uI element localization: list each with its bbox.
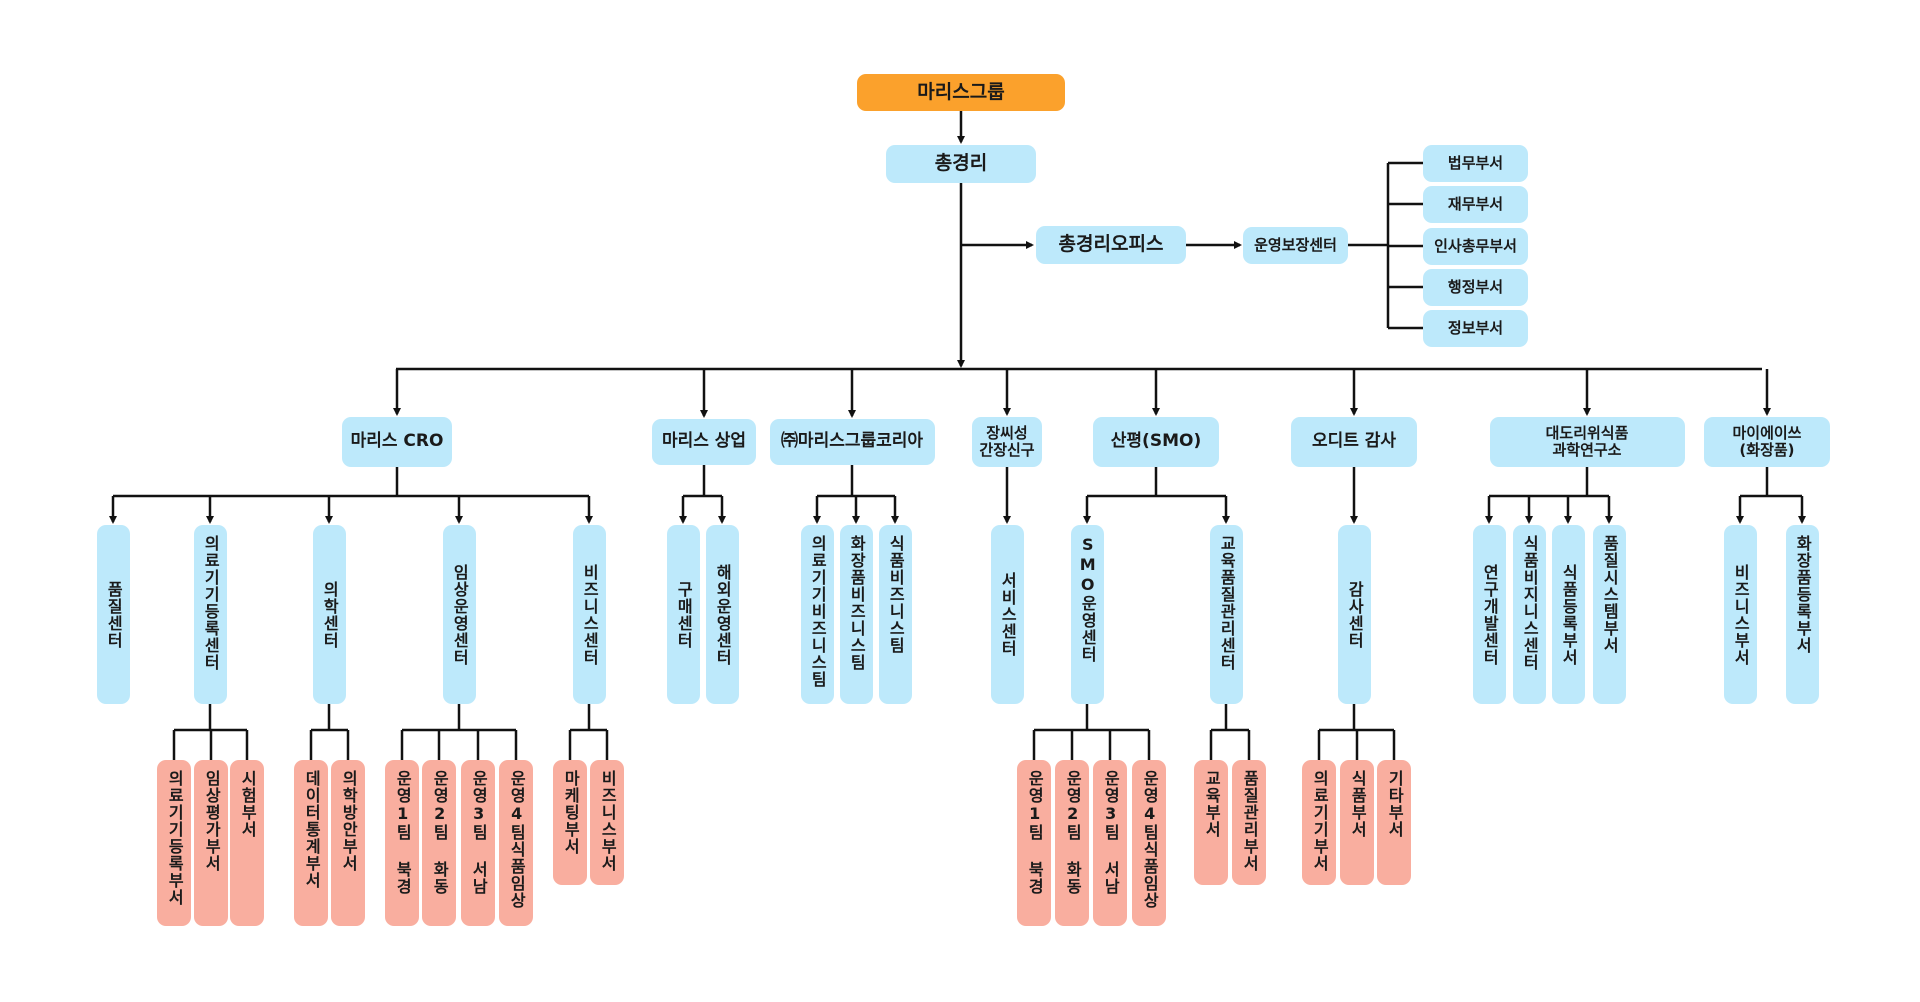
root-box-maris-group[interactable]: 마리스그룹 — [857, 74, 1065, 111]
team-box[interactable]: 식품부서 — [1340, 760, 1374, 885]
ops-support-center-box[interactable]: 운영보장센터 — [1243, 227, 1348, 264]
team-box[interactable]: 운영1팀 북경 — [1017, 760, 1051, 926]
team-box[interactable]: 의료기기부서 — [1302, 760, 1336, 885]
team-box[interactable]: 마케팅부서 — [553, 760, 587, 885]
team-box[interactable]: 데이터통계부서 — [294, 760, 328, 926]
company-box[interactable]: 장씨성 간장신구 — [972, 417, 1042, 467]
team-box[interactable]: 교육부서 — [1194, 760, 1228, 885]
unit-box[interactable]: 식품비지니스센터 — [1512, 525, 1546, 704]
ops-department-box[interactable]: 법무부서 — [1423, 145, 1528, 182]
team-box[interactable]: 시험부서 — [230, 760, 264, 926]
unit-box[interactable]: 교육품질관리센터 — [1209, 525, 1243, 704]
unit-box[interactable]: 화장품비즈니스팀 — [839, 525, 873, 704]
ops-department-box[interactable]: 행정부서 — [1423, 269, 1528, 306]
company-box[interactable]: 마리스 상업 — [652, 419, 756, 465]
company-box[interactable]: ㈜마리스그룹코리아 — [769, 419, 935, 465]
unit-box[interactable]: 비즈니스센터 — [572, 525, 606, 704]
gm-office-box[interactable]: 총경리오피스 — [1036, 226, 1186, 264]
team-box[interactable]: 운영2팀 화동 — [1055, 760, 1089, 926]
ops-department-box[interactable]: 정보부서 — [1423, 310, 1528, 347]
unit-box[interactable]: 의료기기비즈니스팀 — [800, 525, 834, 704]
team-box[interactable]: 의학방안부서 — [331, 760, 365, 926]
unit-box[interactable]: 서비스센터 — [990, 525, 1024, 704]
company-box[interactable]: 마이에이쓰 (화장품) — [1704, 417, 1830, 467]
team-box[interactable]: 운영3팀 서남 — [1093, 760, 1127, 926]
unit-box[interactable]: 품질시스템부서 — [1592, 525, 1626, 704]
team-box[interactable]: 운영3팀 서남 — [461, 760, 495, 926]
team-box[interactable]: 운영4팀식품임상 — [499, 760, 533, 926]
unit-box[interactable]: 식품비즈니스팀 — [878, 525, 912, 704]
unit-box[interactable]: 화장품등록부서 — [1785, 525, 1819, 704]
company-box[interactable]: 마리스 CRO — [342, 417, 452, 467]
company-box[interactable]: 오디트 감사 — [1291, 417, 1417, 467]
team-box[interactable]: 운영1팀 북경 — [385, 760, 419, 926]
unit-box[interactable]: 해외운영센터 — [705, 525, 739, 704]
unit-box[interactable]: 의학센터 — [312, 525, 346, 704]
unit-box[interactable]: 식품등록부서 — [1551, 525, 1585, 704]
unit-box[interactable]: 비즈니스부서 — [1723, 525, 1757, 704]
unit-box[interactable]: 구매센터 — [666, 525, 700, 704]
team-box[interactable]: 운영2팀 화동 — [422, 760, 456, 926]
ops-department-box[interactable]: 인사총무부서 — [1423, 228, 1528, 265]
unit-box[interactable]: 감사센터 — [1337, 525, 1371, 704]
team-box[interactable]: 품질관리부서 — [1232, 760, 1266, 885]
unit-box[interactable]: 품질센터 — [96, 525, 130, 704]
ops-department-box[interactable]: 재무부서 — [1423, 186, 1528, 223]
team-box[interactable]: 의료기기등록부서 — [157, 760, 191, 926]
company-box[interactable]: 산평(SMO) — [1093, 417, 1219, 467]
company-box[interactable]: 대도리위식품 과학연구소 — [1489, 417, 1685, 467]
team-box[interactable]: 임상평가부서 — [194, 760, 228, 926]
team-box[interactable]: 운영4팀식품임상 — [1132, 760, 1166, 926]
unit-box[interactable]: SMO운영센터 — [1070, 525, 1104, 704]
unit-box[interactable]: 임상운영센터 — [442, 525, 476, 704]
unit-box[interactable]: 연구개발센터 — [1472, 525, 1506, 704]
team-box[interactable]: 비즈니스부서 — [590, 760, 624, 885]
team-box[interactable]: 기타부서 — [1377, 760, 1411, 885]
unit-box[interactable]: 의료기기등록센터 — [193, 525, 227, 704]
general-manager-box[interactable]: 총경리 — [886, 145, 1036, 183]
